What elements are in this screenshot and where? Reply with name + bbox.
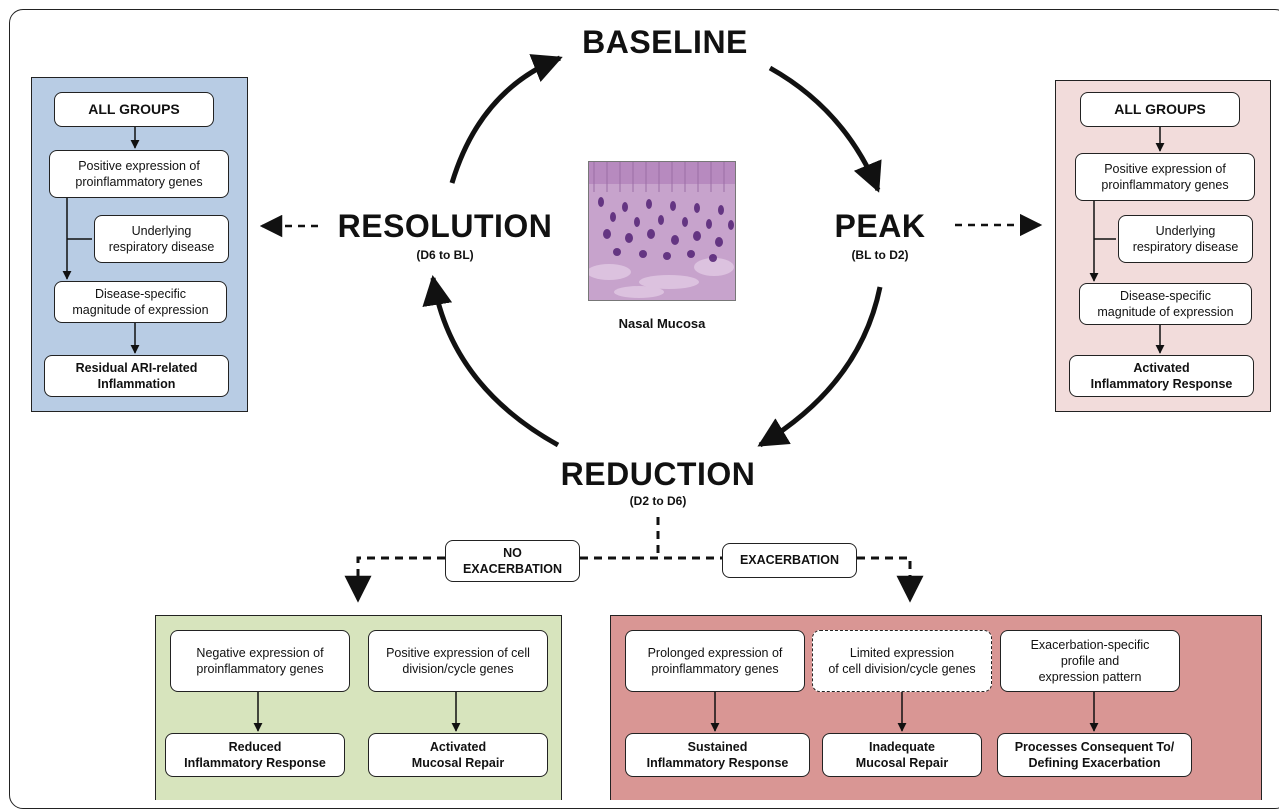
left-disease-specific-box: Disease-specific magnitude of expression <box>54 281 227 323</box>
prolonged-expression-box: Prolonged expression of proinflammatory … <box>625 630 805 692</box>
left-underlying-disease-box: Underlying respiratory disease <box>94 215 229 263</box>
cycle-arrow-baseline-to-peak <box>768 65 882 193</box>
cycle-arrow-peak-to-reduction <box>757 286 883 448</box>
reduced-inflammatory-box: Reduced Inflammatory Response <box>165 733 345 777</box>
positive-cell-division-box: Positive expression of cell division/cyc… <box>368 630 548 692</box>
stage-reduction: REDUCTION <box>560 456 756 492</box>
stage-peak: PEAK <box>834 208 926 244</box>
right-disease-specific-box: Disease-specific magnitude of expression <box>1079 283 1252 325</box>
limited-expression-box: Limited expression of cell division/cycl… <box>812 630 992 692</box>
nasal-mucosa-image <box>588 161 736 301</box>
exacerbation-box: EXACERBATION <box>722 543 857 578</box>
left-outcome-box: Residual ARI-related Inflammation <box>44 355 229 397</box>
left-positive-expression-box: Positive expression of proinflammatory g… <box>49 150 229 198</box>
right-all-groups-box: ALL GROUPS <box>1080 92 1240 127</box>
nasal-mucosa-caption: Nasal Mucosa <box>618 316 706 331</box>
right-outcome-box: Activated Inflammatory Response <box>1069 355 1254 397</box>
connector-lines <box>62 54 1165 732</box>
sustained-inflammatory-box: Sustained Inflammatory Response <box>625 733 810 777</box>
cycle-arrow-reduction-to-resolution <box>422 275 560 448</box>
stage-resolution-range: (D6 to BL) <box>416 248 474 262</box>
right-underlying-disease-box: Underlying respiratory disease <box>1118 215 1253 263</box>
left-all-groups-box: ALL GROUPS <box>54 92 214 127</box>
right-positive-expression-box: Positive expression of proinflammatory g… <box>1075 153 1255 201</box>
activated-mucosal-repair-box: Activated Mucosal Repair <box>368 733 548 777</box>
exacerbation-profile-box: Exacerbation-specific profile and expres… <box>1000 630 1180 692</box>
inadequate-mucosal-repair-box: Inadequate Mucosal Repair <box>822 733 982 777</box>
stage-peak-range: (BL to D2) <box>851 248 909 262</box>
stage-resolution: RESOLUTION <box>337 208 553 244</box>
stage-baseline: BASELINE <box>582 24 748 60</box>
cycle-arrow-resolution-to-baseline <box>449 54 563 184</box>
negative-expression-box: Negative expression of proinflammatory g… <box>170 630 350 692</box>
no-exacerbation-box: NO EXACERBATION <box>445 540 580 582</box>
processes-defining-exacerbation-box: Processes Consequent To/ Defining Exacer… <box>997 733 1192 777</box>
stage-reduction-range: (D2 to D6) <box>629 494 687 508</box>
